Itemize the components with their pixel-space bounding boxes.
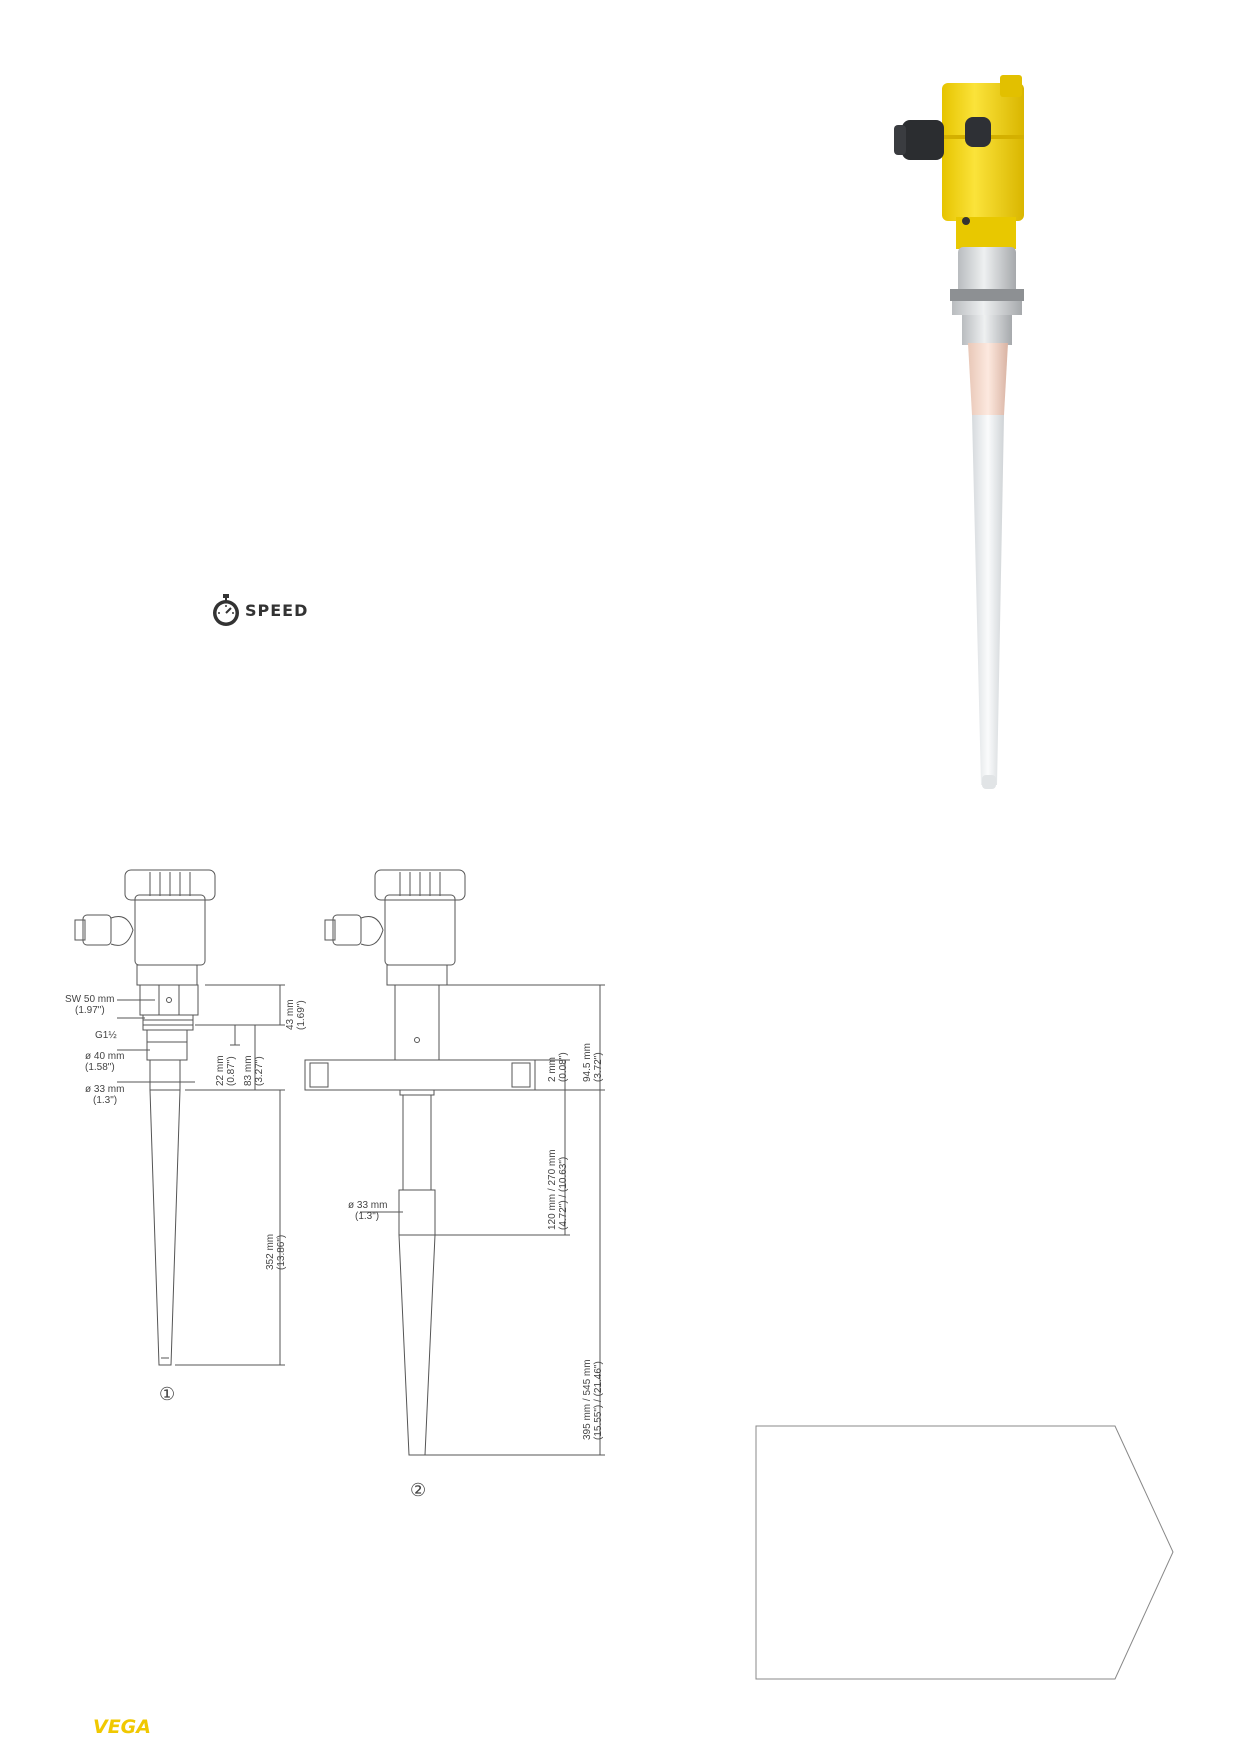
v2-dim-2-in: (0.08") (558, 1052, 569, 1082)
dim-43-in: (1.69") (296, 1000, 307, 1030)
variant-1-marker: ① (159, 1384, 175, 1404)
dim-43: 43 mm (285, 999, 296, 1030)
speed-logo: SPEED (210, 593, 330, 629)
vega-logo: VEGA (93, 1716, 151, 1738)
arrow-box (755, 1425, 1175, 1680)
dim-83: 83 mm (243, 1055, 254, 1086)
dim-d33-in: (1.3") (93, 1095, 117, 1106)
v2-dim-945-in: (3.72") (593, 1052, 604, 1082)
dim-d40-in: (1.58") (85, 1062, 115, 1073)
dim-sw-in: (1.97") (75, 1005, 105, 1016)
v2-dim-395-in: (15.55") / (21.46") (593, 1361, 604, 1440)
v2-dim-120-in: (4.72") / (10.63") (558, 1157, 569, 1230)
dim-thread: G1½ (95, 1030, 117, 1041)
v2-dim-2: 2 mm (547, 1057, 558, 1082)
dim-d40: ø 40 mm (85, 1051, 124, 1062)
dim-352-in: (13.86") (276, 1235, 287, 1270)
v2-dim-d33: ø 33 mm (348, 1200, 387, 1211)
dim-sw: SW 50 mm (65, 994, 114, 1005)
dim-22: 22 mm (215, 1055, 226, 1086)
stopwatch-icon (213, 594, 239, 626)
speed-label: SPEED (245, 601, 309, 620)
v2-dim-945: 94.5 mm (582, 1043, 593, 1082)
v2-dim-395: 395 mm / 545 mm (582, 1359, 593, 1440)
dim-352: 352 mm (265, 1234, 276, 1270)
dim-22-in: (0.87") (226, 1056, 237, 1086)
dim-83-in: (3.27") (254, 1056, 265, 1086)
dim-d33: ø 33 mm (85, 1084, 124, 1095)
product-photo (890, 75, 1090, 805)
v2-dim-d33-in: (1.3") (355, 1211, 379, 1222)
dimension-drawing: SW 50 mm (1.97") G1½ ø 40 mm (1.58") ø 3… (55, 860, 655, 1540)
v2-dim-120: 120 mm / 270 mm (547, 1149, 558, 1230)
variant-2-marker: ② (410, 1480, 426, 1500)
